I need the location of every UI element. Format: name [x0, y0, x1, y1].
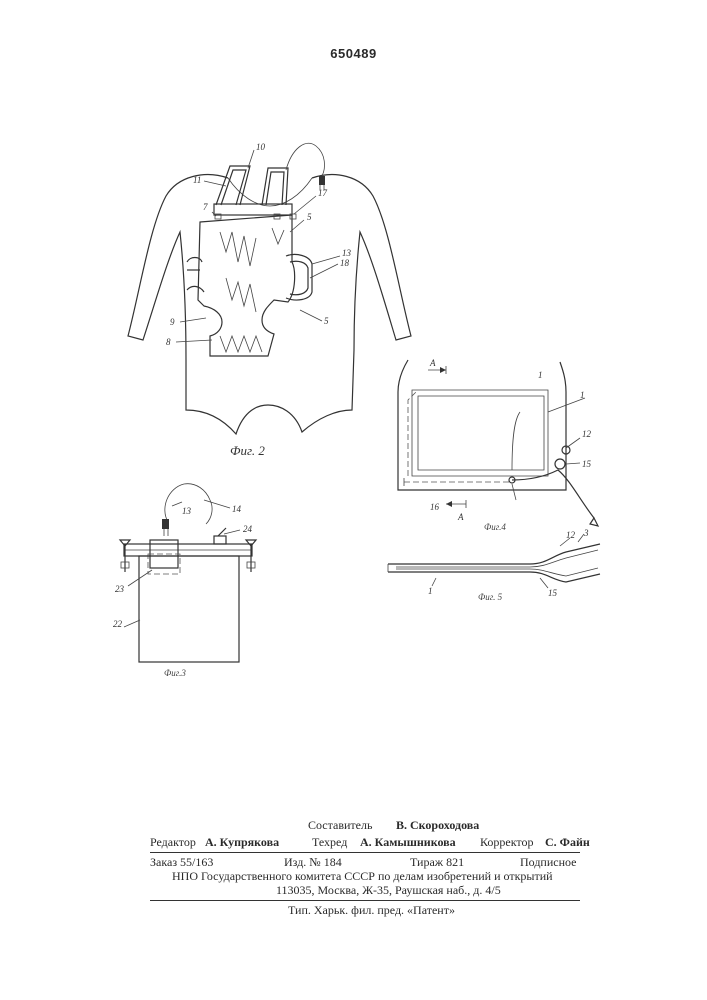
figure-5-drawing: 12 3 1 15 Фиг. 5: [388, 528, 600, 602]
fig2-label: 13: [342, 248, 352, 258]
fig2-label: 8: [166, 337, 171, 347]
fig4-label: 15: [582, 459, 592, 469]
printer-line: Тип. Харьк. фил. пред. «Патент»: [288, 903, 455, 918]
order-number: Заказ 55/163: [150, 855, 213, 870]
compiler-name: В. Скороходова: [396, 818, 479, 833]
fig5-caption: Фиг. 5: [478, 592, 503, 602]
fig2-label: 9: [170, 317, 175, 327]
organization-line: НПО Государственного комитета СССР по де…: [172, 869, 553, 884]
fig2-label: 18: [340, 258, 350, 268]
fig3-label: 13: [182, 506, 192, 516]
subscription: Подписное: [520, 855, 577, 870]
fig2-label: 7: [203, 202, 208, 212]
fig4-label: 1: [580, 390, 585, 400]
fig2-label: 17: [318, 188, 328, 198]
fig4-label: 12: [582, 429, 592, 439]
address-line: 113035, Москва, Ж-35, Раушская наб., д. …: [276, 883, 501, 898]
fig5-label: 1: [428, 586, 433, 596]
fig2-label: 5: [324, 316, 329, 326]
fig4-label: А: [429, 358, 436, 368]
fig2-caption: Фиг. 2: [230, 443, 265, 458]
fig2-label: 10: [256, 142, 266, 152]
fig2-label: 11: [193, 175, 201, 185]
corrector-label: Корректор: [480, 835, 534, 850]
compiler-label: Составитель: [308, 818, 372, 833]
imprint-divider-bottom: [150, 900, 580, 901]
techred-name: А. Камышникова: [360, 835, 456, 850]
fig4-label: А: [457, 512, 464, 522]
editor-name: А. Купрякова: [205, 835, 279, 850]
imprint-divider-top: [150, 852, 580, 853]
issue-number: Изд. № 184: [284, 855, 342, 870]
fig2-label: 5: [307, 212, 312, 222]
fig3-caption: Фиг.3: [164, 668, 186, 678]
fig3-label: 23: [115, 584, 125, 594]
corrector-name: С. Файн: [545, 835, 590, 850]
fig4-label: 16: [430, 502, 440, 512]
techred-label: Техред: [312, 835, 347, 850]
fig3-label: 24: [243, 524, 253, 534]
editor-label: Редактор: [150, 835, 196, 850]
fig5-label: 15: [548, 588, 558, 598]
fig3-label: 22: [113, 619, 123, 629]
fig5-label: 3: [583, 528, 589, 538]
fig4-label: 1: [538, 370, 543, 380]
fig5-label: 12: [566, 530, 576, 540]
figure-3-drawing: 13 14 24 23 22 Фиг.3: [113, 484, 256, 678]
fig3-label: 14: [232, 504, 242, 514]
figure-4-drawing: А 1 1 12 15 16 А Фиг.4: [398, 358, 598, 532]
fig4-caption: Фиг.4: [484, 522, 506, 532]
figure-2-drawing: 10 11 7 17 5 13 18 9 8 5 Фиг. 2: [128, 142, 411, 458]
circulation: Тираж 821: [410, 855, 464, 870]
